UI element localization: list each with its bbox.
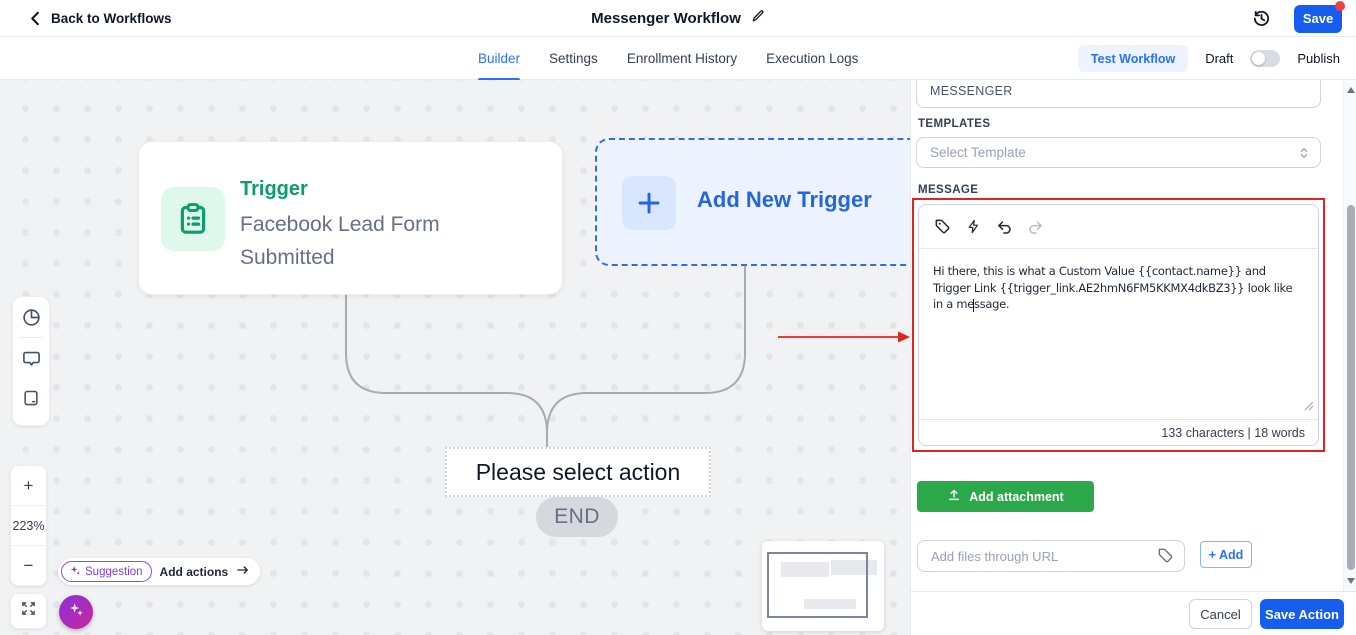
undo-icon[interactable] — [995, 218, 1013, 236]
chevron-left-icon — [28, 11, 43, 26]
add-new-trigger-label: Add New Trigger — [697, 187, 872, 212]
save-action-button[interactable]: Save Action — [1260, 599, 1344, 629]
header-actions: Save — [1252, 0, 1345, 37]
top-header: Back to Workflows Messenger Workflow Sav… — [0, 0, 1356, 37]
scrollbar-thumb[interactable] — [1347, 205, 1355, 570]
message-editor-toolbar — [919, 205, 1318, 249]
channel-value: MESSENGER — [930, 84, 1013, 98]
tab-settings[interactable]: Settings — [549, 51, 598, 66]
add-url-button[interactable]: + Add — [1200, 541, 1252, 568]
zoom-in-button[interactable]: + — [23, 475, 34, 495]
tab-execution-logs[interactable]: Execution Logs — [766, 51, 859, 66]
workflow-tabs: Builder Settings Enrollment History Exec… — [478, 37, 858, 80]
minimap-viewport — [767, 552, 868, 618]
draft-label: Draft — [1205, 51, 1234, 66]
trigger-link-bolt-icon[interactable] — [964, 218, 982, 236]
minimap-node — [831, 560, 877, 575]
sparkles-icon — [69, 602, 84, 622]
workflow-title: Messenger Workflow — [591, 10, 741, 27]
fit-screen-button[interactable] — [10, 593, 47, 629]
message-line: in a message. — [933, 297, 1010, 311]
add-new-trigger-node[interactable]: Add New Trigger — [595, 138, 910, 266]
message-counter: 133 characters | 18 words — [919, 419, 1318, 445]
annotation-highlight-box: Hi there, this is what a Custom Value {{… — [912, 198, 1325, 452]
workflow-canvas[interactable]: Trigger Facebook Lead Form Submitted Add… — [0, 80, 910, 635]
end-node: END — [536, 497, 618, 537]
test-workflow-button[interactable]: Test Workflow — [1077, 45, 1189, 72]
channel-field[interactable]: MESSENGER — [916, 80, 1321, 108]
cancel-button[interactable]: Cancel — [1189, 599, 1252, 629]
please-select-action-node[interactable]: Please select action — [445, 447, 711, 497]
zoom-controls: + 223% − — [10, 465, 47, 586]
message-editor: Hi there, this is what a Custom Value {{… — [918, 204, 1319, 446]
message-line: Trigger Link {{trigger_link.AE2hmN6FM5KK… — [933, 280, 1293, 295]
add-actions-label: Add actions — [159, 564, 229, 579]
panel-footer: Cancel Save Action — [911, 591, 1356, 635]
unsaved-changes-dot — [1335, 0, 1345, 11]
templates-label: TEMPLATES — [918, 118, 991, 130]
url-field-wrap — [917, 540, 1185, 572]
suggestion-bar[interactable]: Suggestion Add actions — [58, 558, 261, 585]
back-label: Back to Workflows — [51, 11, 172, 26]
minimap[interactable] — [762, 541, 884, 631]
file-url-input[interactable] — [917, 540, 1185, 572]
toolbar-divider — [19, 337, 43, 338]
minimap-node — [804, 599, 856, 609]
arrow-right-icon — [236, 563, 250, 581]
canvas-side-toolbar — [12, 296, 50, 426]
trigger-node[interactable]: Trigger Facebook Lead Form Submitted — [138, 141, 563, 295]
plus-icon — [622, 176, 676, 230]
template-select[interactable]: Select Template — [916, 137, 1321, 168]
panel-scrollbar — [1343, 80, 1356, 591]
custom-values-tag-icon[interactable] — [933, 218, 951, 236]
scroll-up-arrow[interactable] — [1347, 87, 1355, 93]
scroll-down-arrow[interactable] — [1347, 578, 1355, 584]
publish-controls: Test Workflow Draft Publish — [1077, 37, 1340, 80]
stats-pie-icon[interactable] — [12, 297, 50, 337]
redo-icon[interactable] — [1026, 218, 1044, 236]
trigger-node-subtitle: Facebook Lead Form Submitted — [240, 213, 440, 269]
message-textarea[interactable]: Hi there, this is what a Custom Value {{… — [919, 249, 1318, 419]
workflow-title-group: Messenger Workflow — [591, 0, 765, 37]
clipboard-icon — [161, 187, 225, 251]
history-icon[interactable] — [1252, 9, 1272, 29]
upload-icon — [947, 488, 961, 505]
ai-assistant-button[interactable] — [59, 595, 93, 629]
publish-toggle[interactable] — [1250, 50, 1281, 67]
message-line: Hi there, this is what a Custom Value {{… — [933, 264, 1266, 278]
tab-builder[interactable]: Builder — [478, 37, 521, 80]
sub-header: Builder Settings Enrollment History Exec… — [0, 37, 1356, 80]
template-select-value: Select Template — [930, 145, 1026, 160]
chat-bubble-icon[interactable] — [12, 338, 50, 378]
toggle-knob — [1252, 52, 1266, 65]
add-attachment-button[interactable]: Add attachment — [917, 481, 1094, 512]
resize-handle-icon[interactable] — [1304, 399, 1314, 416]
publish-label: Publish — [1297, 51, 1340, 66]
minimap-node — [781, 562, 829, 577]
sparkles-icon — [70, 565, 81, 579]
trigger-node-title: Trigger — [240, 178, 308, 200]
device-icon[interactable] — [12, 378, 50, 418]
zoom-level: 223% — [11, 505, 46, 545]
back-to-workflows-button[interactable]: Back to Workflows — [28, 0, 172, 37]
zoom-out-button[interactable]: − — [11, 545, 46, 585]
message-label: MESSAGE — [918, 184, 979, 196]
expand-icon — [21, 601, 36, 621]
tab-enrollment-history[interactable]: Enrollment History — [626, 51, 738, 66]
text-cursor — [973, 299, 974, 312]
suggestion-badge: Suggestion — [61, 561, 152, 582]
edit-title-icon[interactable] — [751, 9, 765, 28]
connector-lines — [345, 265, 746, 447]
action-settings-panel: MESSENGER TEMPLATES Select Template MESS… — [910, 80, 1356, 635]
save-button[interactable]: Save — [1294, 0, 1345, 33]
select-chevrons-icon — [1298, 146, 1310, 165]
